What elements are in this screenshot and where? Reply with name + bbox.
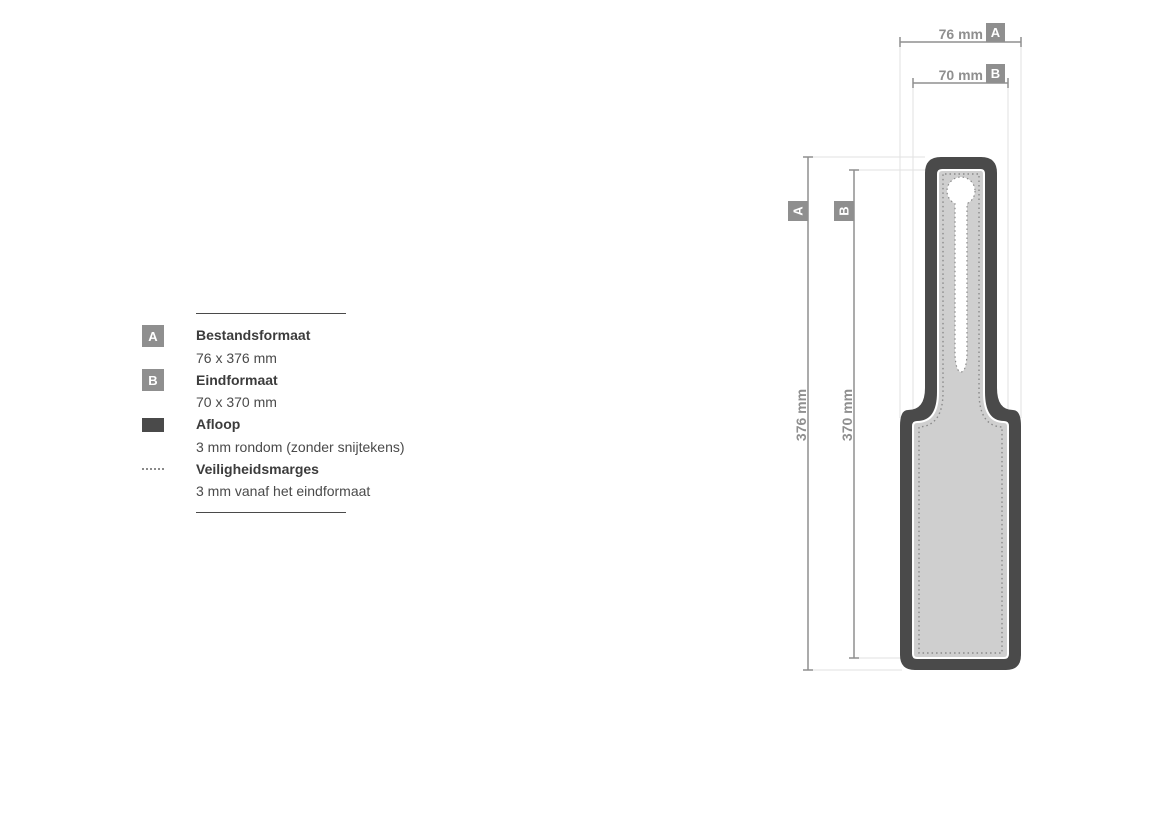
height-b-label: 370 mm xyxy=(839,389,855,441)
legend-bottom-rule xyxy=(196,512,346,513)
width-a-badge xyxy=(986,23,1005,42)
legend-title-file-format: Bestandsformaat xyxy=(196,327,311,343)
width-b-badge xyxy=(986,64,1005,83)
bleed-swatch-icon xyxy=(142,418,164,432)
height-b-badge-text: B xyxy=(837,206,852,215)
width-a-label: 76 mm xyxy=(939,26,983,42)
width-a-badge-text: A xyxy=(991,25,1001,40)
legend-title-safety-margins: Veiligheidsmarges xyxy=(196,461,319,477)
legend-top-rule xyxy=(196,313,346,314)
width-b-label: 70 mm xyxy=(939,67,983,83)
trim-shape xyxy=(912,169,1009,659)
height-a-badge-text: A xyxy=(791,206,806,216)
guide-lines xyxy=(808,44,1022,671)
legend: A Bestandsformaat 76 x 376 mm B Eindform… xyxy=(0,0,500,827)
dimension-width-a: 76 mm A xyxy=(899,23,1022,47)
legend-desc-final-format: 70 x 370 mm xyxy=(196,394,277,410)
dimension-height-a: A 376 mm xyxy=(788,156,813,671)
height-a-label: 376 mm xyxy=(793,389,809,441)
hanger-slot xyxy=(946,176,976,373)
height-a-badge xyxy=(788,201,808,221)
height-b-badge xyxy=(834,201,854,221)
legend-badge-b: B xyxy=(142,369,164,391)
dimension-width-b: 70 mm B xyxy=(912,64,1009,88)
width-b-badge-text: B xyxy=(991,66,1000,81)
legend-desc-bleed: 3 mm rondom (zonder snijtekens) xyxy=(196,439,405,455)
legend-desc-safety-margins: 3 mm vanaf het eindformaat xyxy=(196,483,371,499)
legend-badge-a: A xyxy=(142,325,164,347)
safety-margin-dots-icon xyxy=(142,468,164,470)
legend-title-bleed: Afloop xyxy=(196,416,241,432)
legend-title-final-format: Eindformaat xyxy=(196,372,278,388)
legend-desc-file-format: 76 x 376 mm xyxy=(196,350,277,366)
dimension-height-b: B 370 mm xyxy=(834,169,859,659)
